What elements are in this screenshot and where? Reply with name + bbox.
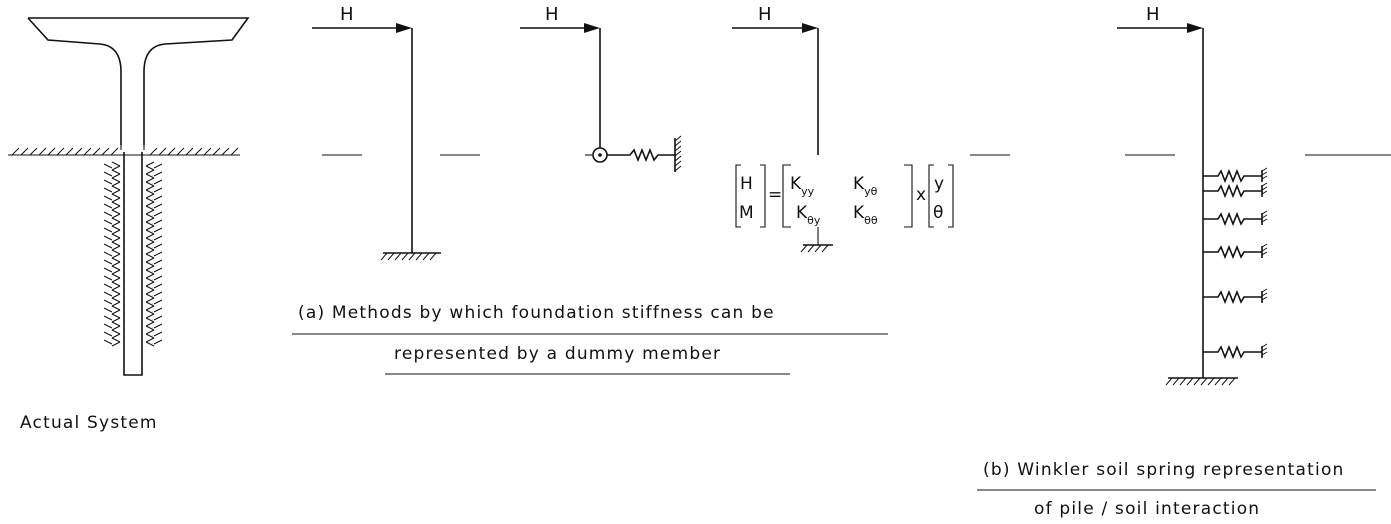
equals-sign: =: [768, 185, 782, 205]
force-arrow-icon: [732, 23, 818, 33]
force-arrow-icon: [312, 23, 412, 33]
force-label-h3: H: [758, 4, 772, 25]
actual-system-caption: Actual System: [20, 413, 158, 433]
k-thetay: Kθy: [796, 203, 821, 227]
force-label-h4: H: [1146, 4, 1160, 25]
stiffness-matrix-equation: H M = Kyy Kyθ Kθy Kθθ x y θ: [735, 164, 954, 228]
panel-b-caption-line1: (b) Winkler soil spring representation: [983, 460, 1345, 480]
spring-icon: [607, 147, 675, 163]
force-label-h2: H: [545, 4, 559, 25]
k-yy: Kyy: [790, 174, 815, 198]
k-ytheta: Kyθ: [853, 174, 878, 198]
soil-hatch-icon: [11, 147, 239, 347]
model-winkler-springs: H: [1117, 4, 1268, 386]
times-sign: x: [916, 185, 926, 205]
fixed-support-icon: [800, 244, 833, 253]
fixed-support-icon: [1165, 377, 1238, 386]
model-spring-base: H: [520, 4, 682, 172]
rotational-spring-icon: [592, 147, 608, 163]
fixed-support-icon: [380, 252, 441, 261]
panel-a-caption-line1: (a) Methods by which foundation stiffnes…: [298, 303, 775, 323]
force-label-h1: H: [340, 4, 354, 25]
model-fixed-base: H: [312, 4, 441, 261]
panel-b-caption-line2: of pile / soil interaction: [1034, 499, 1260, 519]
spring-icon: [1203, 167, 1268, 360]
actual-system-pier: [8, 17, 250, 376]
rhs-rotation: θ: [933, 203, 943, 223]
lhs-force: H: [740, 174, 753, 194]
rhs-displacement: y: [934, 174, 944, 194]
k-thetatheta: Kθθ: [853, 203, 878, 227]
model-stiffness-matrix: H H M = Kyy Kyθ Kθy Kθθ x y θ: [732, 4, 954, 253]
panel-a-caption-line2: represented by a dummy member: [394, 344, 721, 364]
force-arrow-icon: [520, 23, 600, 33]
lhs-moment: M: [739, 203, 754, 223]
force-arrow-icon: [1117, 23, 1203, 33]
